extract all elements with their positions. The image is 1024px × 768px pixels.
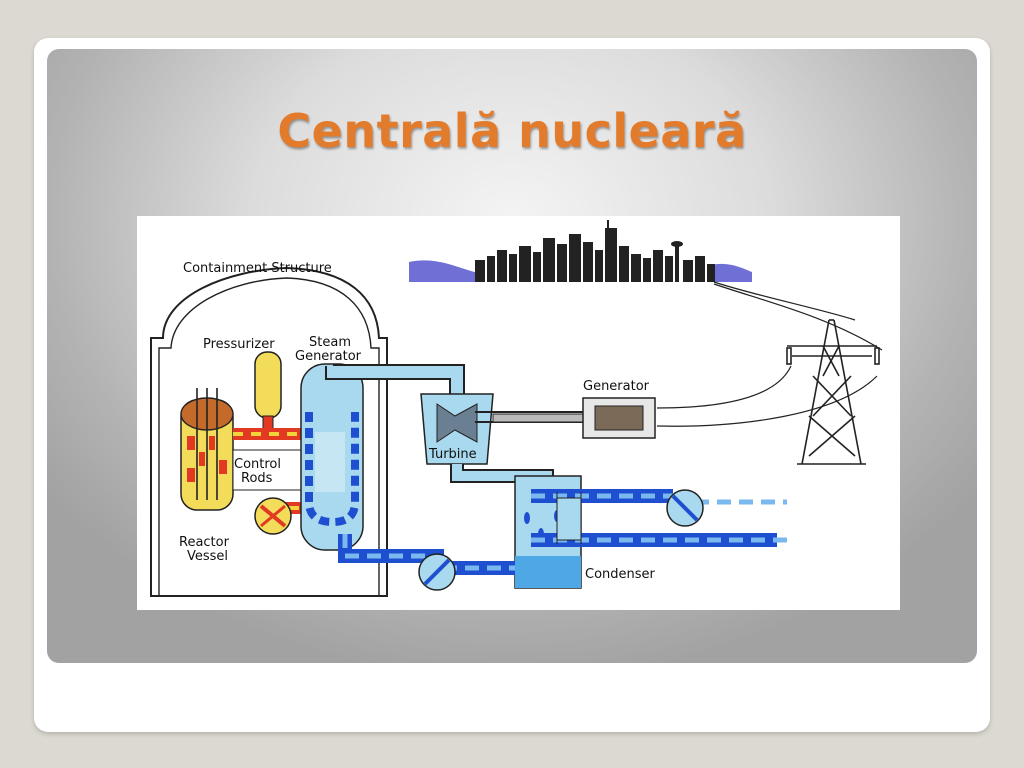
label-pressurizer: Pressurizer xyxy=(203,337,275,352)
label-turbine: Turbine xyxy=(428,447,477,462)
label-reactor-vessel-1: Reactor xyxy=(179,535,230,550)
primary-pump xyxy=(254,497,292,535)
steam-pipe xyxy=(325,364,465,398)
cooling-water-loop xyxy=(531,489,787,547)
cooling-pump xyxy=(666,489,704,527)
label-reactor-vessel-2: Vessel xyxy=(187,549,228,564)
label-condenser: Condenser xyxy=(585,567,656,582)
city-skyline xyxy=(409,220,752,282)
feedwater-pump xyxy=(418,553,456,591)
steam-generator xyxy=(300,363,364,551)
label-control-rods-1: Control xyxy=(234,457,281,472)
label-steam-generator-1: Steam xyxy=(309,335,351,350)
label-steam-generator-2: Generator xyxy=(295,349,362,364)
label-generator: Generator xyxy=(583,379,650,394)
generator xyxy=(492,397,656,439)
power-lines xyxy=(656,281,883,427)
label-containment: Containment Structure xyxy=(183,261,332,276)
label-control-rods-2: Rods xyxy=(241,471,273,486)
pressurizer xyxy=(254,351,282,431)
transmission-tower xyxy=(786,319,880,465)
reactor-vessel xyxy=(180,388,234,511)
nuclear-plant-diagram: Containment Structure Pressurizer Steam … xyxy=(137,216,900,610)
slide-title: Centrală nucleară xyxy=(277,104,747,158)
